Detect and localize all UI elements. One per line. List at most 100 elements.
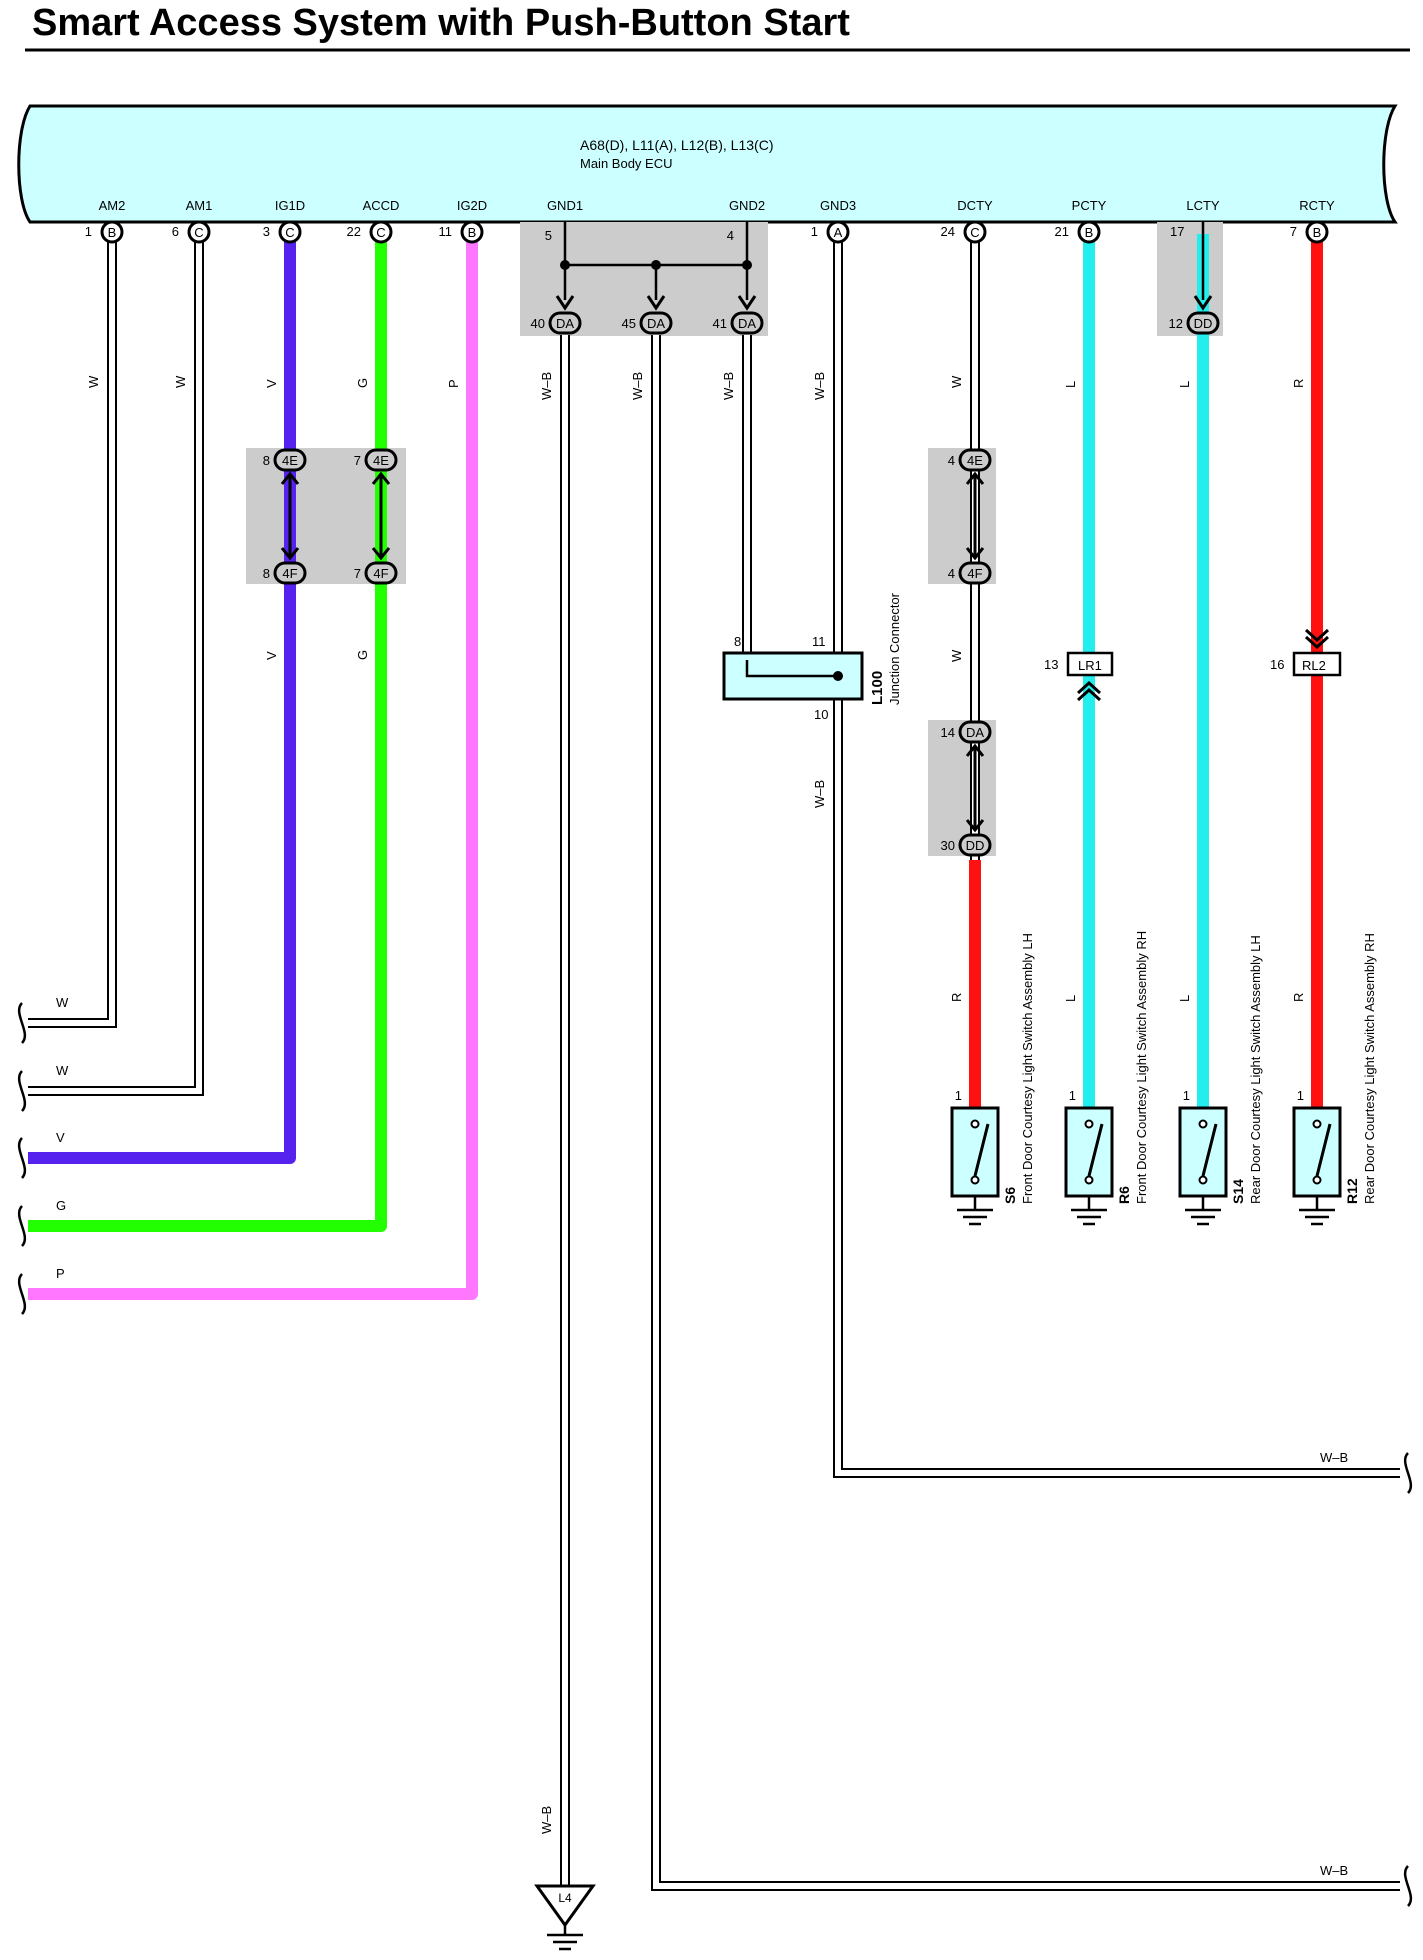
- svg-text:W: W: [173, 375, 188, 388]
- svg-text:12: 12: [1169, 316, 1183, 331]
- ecu-pin-gnd3: GND3 1 A: [811, 198, 856, 244]
- svg-text:3: 3: [263, 224, 270, 239]
- svg-text:14: 14: [941, 725, 955, 740]
- ecu-pin-accd: ACCD 22 C: [347, 198, 399, 244]
- svg-text:W–B: W–B: [812, 372, 827, 400]
- svg-text:G: G: [355, 378, 370, 388]
- main-body-ecu: A68(D), L11(A), L12(B), L13(C) Main Body…: [17, 104, 1398, 224]
- svg-text:Rear Door Courtesy Light Switc: Rear Door Courtesy Light Switch Assembly…: [1362, 933, 1377, 1204]
- ecu-pin-gnd1: GND1 5: [545, 198, 583, 243]
- svg-text:B: B: [468, 225, 477, 240]
- svg-text:W: W: [56, 1063, 69, 1078]
- page-title: Smart Access System with Push-Button Sta…: [32, 2, 850, 44]
- svg-text:L4: L4: [558, 1891, 572, 1905]
- ecu-pin-pcty: PCTY 21 B: [1055, 198, 1107, 244]
- wire-am1: [28, 234, 204, 1096]
- wire-am2: [28, 234, 117, 1028]
- svg-text:W–B: W–B: [630, 372, 645, 400]
- svg-text:7: 7: [354, 453, 361, 468]
- svg-text:G: G: [56, 1198, 66, 1213]
- svg-text:V: V: [264, 379, 279, 388]
- switch-r6: 1 R6 Front Door Courtesy Light Switch As…: [1064, 931, 1149, 1226]
- svg-text:DA: DA: [647, 316, 665, 331]
- svg-text:W–B: W–B: [1320, 1450, 1348, 1465]
- inline-pin-numbers: 40 45 41 12 8 7 8 7 4 4 14 30: [263, 316, 1183, 853]
- svg-text:W–B: W–B: [721, 372, 736, 400]
- svg-text:8: 8: [263, 453, 270, 468]
- wire-end-labels: W W V G P W–B W–B: [56, 995, 1348, 1878]
- svg-text:4E: 4E: [373, 453, 389, 468]
- svg-text:L: L: [1063, 995, 1078, 1002]
- svg-text:RCTY: RCTY: [1299, 198, 1335, 213]
- svg-text:A: A: [834, 225, 843, 240]
- junction-pin-8: 8: [734, 634, 741, 649]
- svg-text:S6: S6: [1002, 1187, 1018, 1204]
- svg-text:DD: DD: [966, 838, 985, 853]
- svg-text:1: 1: [1069, 1088, 1076, 1103]
- svg-text:11: 11: [439, 224, 453, 239]
- svg-text:L: L: [1177, 995, 1192, 1002]
- svg-text:5: 5: [545, 228, 552, 243]
- svg-text:16: 16: [1270, 657, 1284, 672]
- svg-text:W–B: W–B: [812, 780, 827, 808]
- svg-text:4: 4: [948, 566, 955, 581]
- svg-text:P: P: [56, 1266, 65, 1281]
- ecu-pin-ig1d: IG1D 3 C: [263, 198, 305, 244]
- svg-text:4E: 4E: [967, 453, 983, 468]
- svg-text:4F: 4F: [373, 566, 388, 581]
- svg-text:GND1: GND1: [547, 198, 583, 213]
- svg-text:AM2: AM2: [99, 198, 126, 213]
- ecu-name: Main Body ECU: [580, 156, 672, 171]
- svg-text:1: 1: [955, 1088, 962, 1103]
- junction-pin-10: 10: [814, 707, 828, 722]
- svg-text:W–B: W–B: [539, 1806, 554, 1834]
- svg-text:1: 1: [1183, 1088, 1190, 1103]
- connector-rl2: RL2 16: [1270, 628, 1342, 677]
- wire-wb-gnd3: [833, 234, 1400, 1478]
- svg-text:B: B: [1313, 225, 1322, 240]
- svg-text:C: C: [194, 225, 203, 240]
- wire-wb-45: [651, 335, 1400, 1891]
- svg-text:W: W: [949, 375, 964, 388]
- svg-text:G: G: [355, 650, 370, 660]
- svg-text:8: 8: [263, 566, 270, 581]
- right-break-marks: [1403, 1452, 1413, 1907]
- svg-text:DA: DA: [738, 316, 756, 331]
- svg-text:S14: S14: [1230, 1179, 1246, 1204]
- svg-text:1: 1: [85, 224, 92, 239]
- svg-text:W–B: W–B: [1320, 1863, 1348, 1878]
- svg-text:R6: R6: [1116, 1186, 1132, 1204]
- svg-text:30: 30: [941, 838, 955, 853]
- svg-text:W–B: W–B: [539, 372, 554, 400]
- svg-text:Front Door Courtesy Light Swit: Front Door Courtesy Light Switch Assembl…: [1134, 931, 1149, 1204]
- svg-text:C: C: [376, 225, 385, 240]
- svg-text:4: 4: [948, 453, 955, 468]
- ecu-connector-list: A68(D), L11(A), L12(B), L13(C): [580, 137, 773, 153]
- ecu-pin-am2: AM2 1 B: [85, 198, 126, 244]
- ecu-pin-dcty: DCTY 24 C: [941, 198, 993, 244]
- svg-text:IG1D: IG1D: [275, 198, 305, 213]
- svg-text:GND2: GND2: [729, 198, 765, 213]
- wire-accd: [28, 234, 387, 1232]
- svg-text:Rear Door Courtesy Light Switc: Rear Door Courtesy Light Switch Assembly…: [1248, 935, 1263, 1204]
- svg-text:C: C: [970, 225, 979, 240]
- svg-text:LCTY: LCTY: [1186, 198, 1220, 213]
- switch-r12: 1 R12 Rear Door Courtesy Light Switch As…: [1292, 933, 1377, 1226]
- svg-text:R12: R12: [1344, 1178, 1360, 1204]
- wire-ig2d: [28, 234, 478, 1300]
- svg-text:C: C: [285, 225, 294, 240]
- svg-text:GND3: GND3: [820, 198, 856, 213]
- svg-text:1: 1: [811, 224, 818, 239]
- connector-lr1: LR1 13: [1044, 651, 1114, 702]
- svg-text:R: R: [949, 993, 964, 1002]
- svg-text:RL2: RL2: [1302, 658, 1326, 673]
- svg-text:B: B: [1085, 225, 1094, 240]
- svg-text:Front Door Courtesy Light Swit: Front Door Courtesy Light Switch Assembl…: [1020, 933, 1035, 1204]
- ground-point-l4: L4: [534, 1884, 596, 1951]
- svg-text:1: 1: [1297, 1088, 1304, 1103]
- svg-text:L: L: [1177, 381, 1192, 388]
- svg-text:IG2D: IG2D: [457, 198, 487, 213]
- svg-text:DA: DA: [966, 725, 984, 740]
- svg-text:13: 13: [1044, 657, 1058, 672]
